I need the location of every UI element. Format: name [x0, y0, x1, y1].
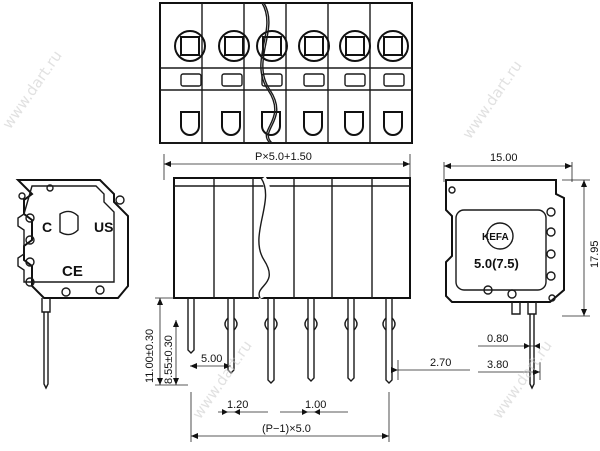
- dim-width: 15.00: [490, 152, 518, 164]
- dim-pin-span: (P−1)×5.0: [262, 423, 311, 435]
- watermark: www.dart.ru www.dart.ru www.dart.ru www.…: [0, 47, 556, 422]
- dim-pin-setback: 2.70: [430, 357, 451, 369]
- dim-pitch-total: P×5.0+1.50: [255, 151, 312, 163]
- dim-pin-thickness: 0.80: [487, 333, 508, 345]
- watermark-text: www.dart.ru: [0, 47, 66, 132]
- ul-mark: US: [94, 219, 113, 235]
- ce-mark: CE: [62, 263, 83, 280]
- watermark-text: www.dart.ru: [489, 337, 556, 422]
- left-side-view: C US CE: [15, 179, 129, 390]
- rating-label: 5.0(7.5): [474, 256, 519, 271]
- dim-height: 17.95: [589, 240, 600, 268]
- dim-pin-offset: 5.00: [201, 353, 222, 365]
- dim-pin-protrusion: 8.55±0.30: [163, 335, 175, 384]
- ul-c-mark: C: [42, 219, 52, 235]
- entry-holes: [174, 30, 409, 62]
- dim-pin-length: 11.00±0.30: [144, 329, 156, 383]
- right-side-view: 15.00 17.95 KEFA 5.0(7.5): [443, 152, 600, 390]
- dim-pin-width-a: 1.20: [227, 399, 248, 411]
- dim-pin-width-b: 1.00: [305, 399, 326, 411]
- watermark-text: www.dart.ru: [459, 57, 526, 142]
- pins: [187, 298, 396, 384]
- kefa-logo: KEFA: [482, 222, 514, 250]
- dim-pin-to-edge: 3.80: [487, 359, 508, 371]
- front-view: P×5.0+1.50: [144, 151, 470, 442]
- brand-label: KEFA: [482, 232, 509, 243]
- top-view: [159, 2, 413, 144]
